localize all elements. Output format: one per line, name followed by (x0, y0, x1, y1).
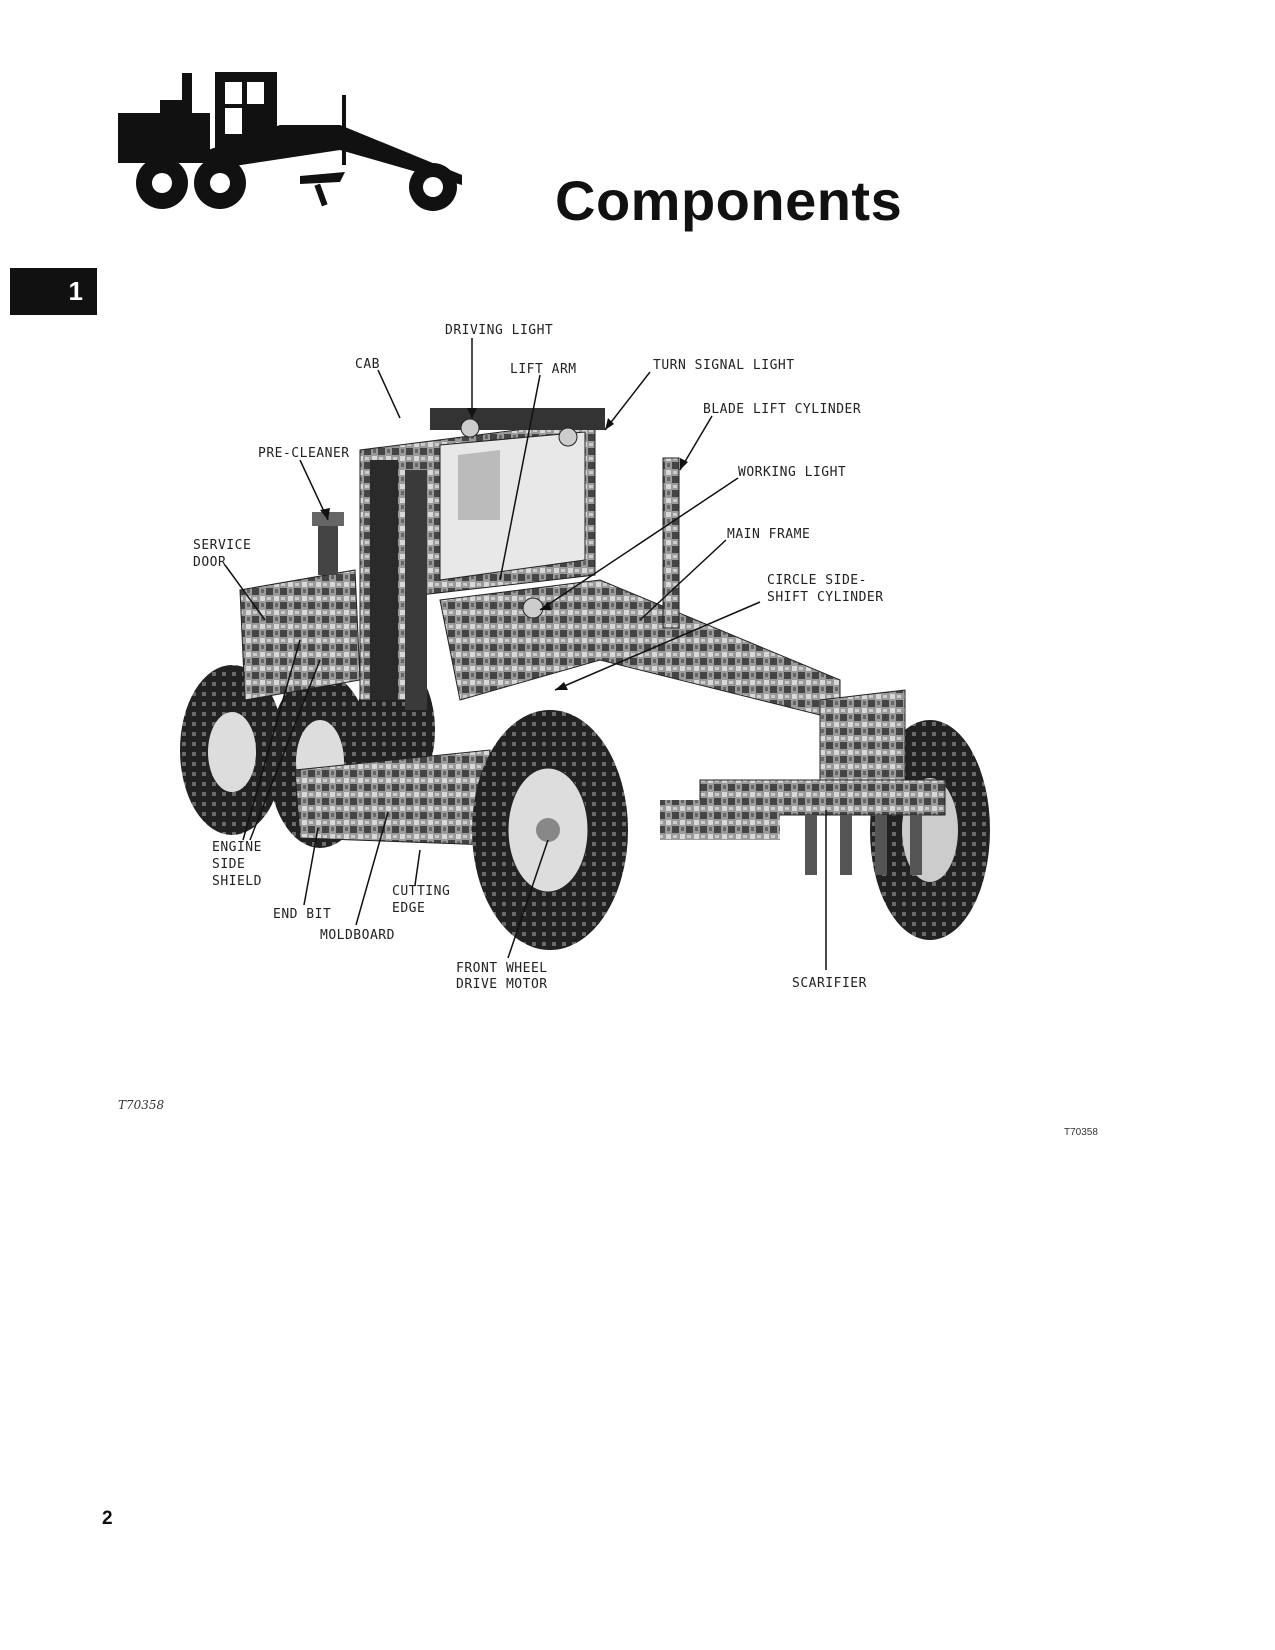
rear-tire-left (180, 665, 284, 835)
label-main-frame: MAIN FRAME (727, 527, 811, 542)
label-front-wheel-drive-motor-line1: FRONT WHEEL (456, 961, 548, 976)
label-circle-side-shift-line1: CIRCLE SIDE- (767, 573, 867, 588)
label-cab: CAB (355, 357, 380, 372)
page-title: Components (555, 169, 903, 232)
label-blade-lift-cylinder: BLADE LIFT CYLINDER (703, 402, 862, 417)
label-front-wheel-drive-motor-line2: DRIVE MOTOR (456, 977, 548, 992)
figure-code-left: T70358 (118, 1098, 165, 1112)
section-tab-number: 1 (68, 276, 83, 306)
label-service-door-line2: DOOR (193, 555, 227, 570)
label-turn-signal-light: TURN SIGNAL LIGHT (653, 358, 795, 373)
label-engine-side-shield-line1: ENGINE (212, 840, 262, 855)
page-number: 2 (102, 1508, 113, 1529)
label-engine-side-shield-line3: SHIELD (212, 874, 262, 889)
figure-code-right: T70358 (1064, 1127, 1098, 1138)
label-engine-side-shield-line2: SIDE (212, 857, 246, 872)
section-tab: 1 (10, 268, 97, 315)
label-driving-light: DRIVING LIGHT (445, 323, 554, 338)
label-end-bit: END BIT (273, 907, 332, 922)
label-moldboard: MOLDBOARD (320, 928, 395, 943)
label-lift-arm: LIFT ARM (510, 362, 577, 377)
label-scarifier: SCARIFIER (792, 976, 867, 991)
label-circle-side-shift-line2: SHIFT CYLINDER (767, 590, 884, 605)
label-working-light: WORKING LIGHT (738, 465, 847, 480)
label-cutting-edge-line1: CUTTING (392, 884, 451, 899)
label-pre-cleaner: PRE-CLEANER (258, 446, 350, 461)
label-cutting-edge-line2: EDGE (392, 901, 426, 916)
rear-tire-mid (268, 672, 372, 848)
label-service-door-line1: SERVICE (193, 538, 252, 553)
